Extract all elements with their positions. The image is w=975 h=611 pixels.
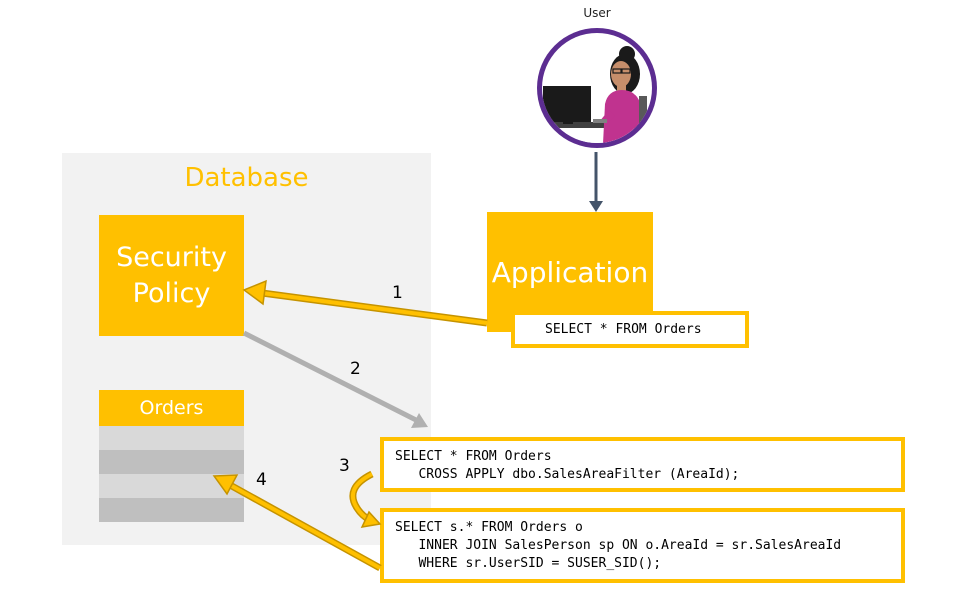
final-query-box: SELECT s.* FROM Orders o INNER JOIN Sale… (380, 508, 905, 583)
security-policy-label-line2: Policy (132, 277, 211, 309)
app-query-text: SELECT * FROM Orders (545, 322, 702, 337)
final-query-line: SELECT s.* FROM Orders o (395, 520, 583, 535)
database-title: Database (184, 163, 309, 193)
arrow-step-2-head (411, 413, 428, 428)
orders-table-header: Orders (99, 390, 244, 426)
arrow-step-1 (261, 291, 488, 325)
step-label-4: 4 (256, 470, 267, 490)
user-label: User (583, 6, 611, 20)
security-policy-box: Security Policy (99, 215, 244, 336)
rewritten-query-line: SELECT * FROM Orders (395, 449, 552, 464)
final-query-line: INNER JOIN SalesPerson sp ON o.AreaId = … (395, 538, 842, 553)
final-query-line: WHERE sr.UserSID = SUSER_SID(); (395, 556, 662, 571)
rewritten-query-line: CROSS APPLY dbo.SalesAreaFilter (AreaId)… (395, 467, 740, 482)
arrow-step-3-head (360, 510, 382, 528)
arrow-step-1-head (242, 279, 267, 306)
orders-table-row (99, 450, 244, 474)
user-avatar-icon (537, 28, 657, 148)
orders-table-row (99, 426, 244, 450)
step-label-3: 3 (339, 456, 350, 476)
arrow-step-3 (351, 472, 373, 522)
arrow-step-4-head (212, 474, 239, 496)
step-label-2: 2 (350, 359, 361, 379)
orders-table-row (99, 498, 244, 522)
user-to-app-arrowhead (589, 201, 603, 212)
step-label-1: 1 (392, 283, 403, 303)
app-query-box: SELECT * FROM Orders (511, 311, 749, 348)
rewritten-query-box: SELECT * FROM Orders CROSS APPLY dbo.Sal… (380, 437, 905, 492)
security-policy-label-line1: Security (116, 241, 227, 273)
arrow-step-2 (242, 330, 418, 423)
arrow-step-4 (229, 483, 381, 570)
